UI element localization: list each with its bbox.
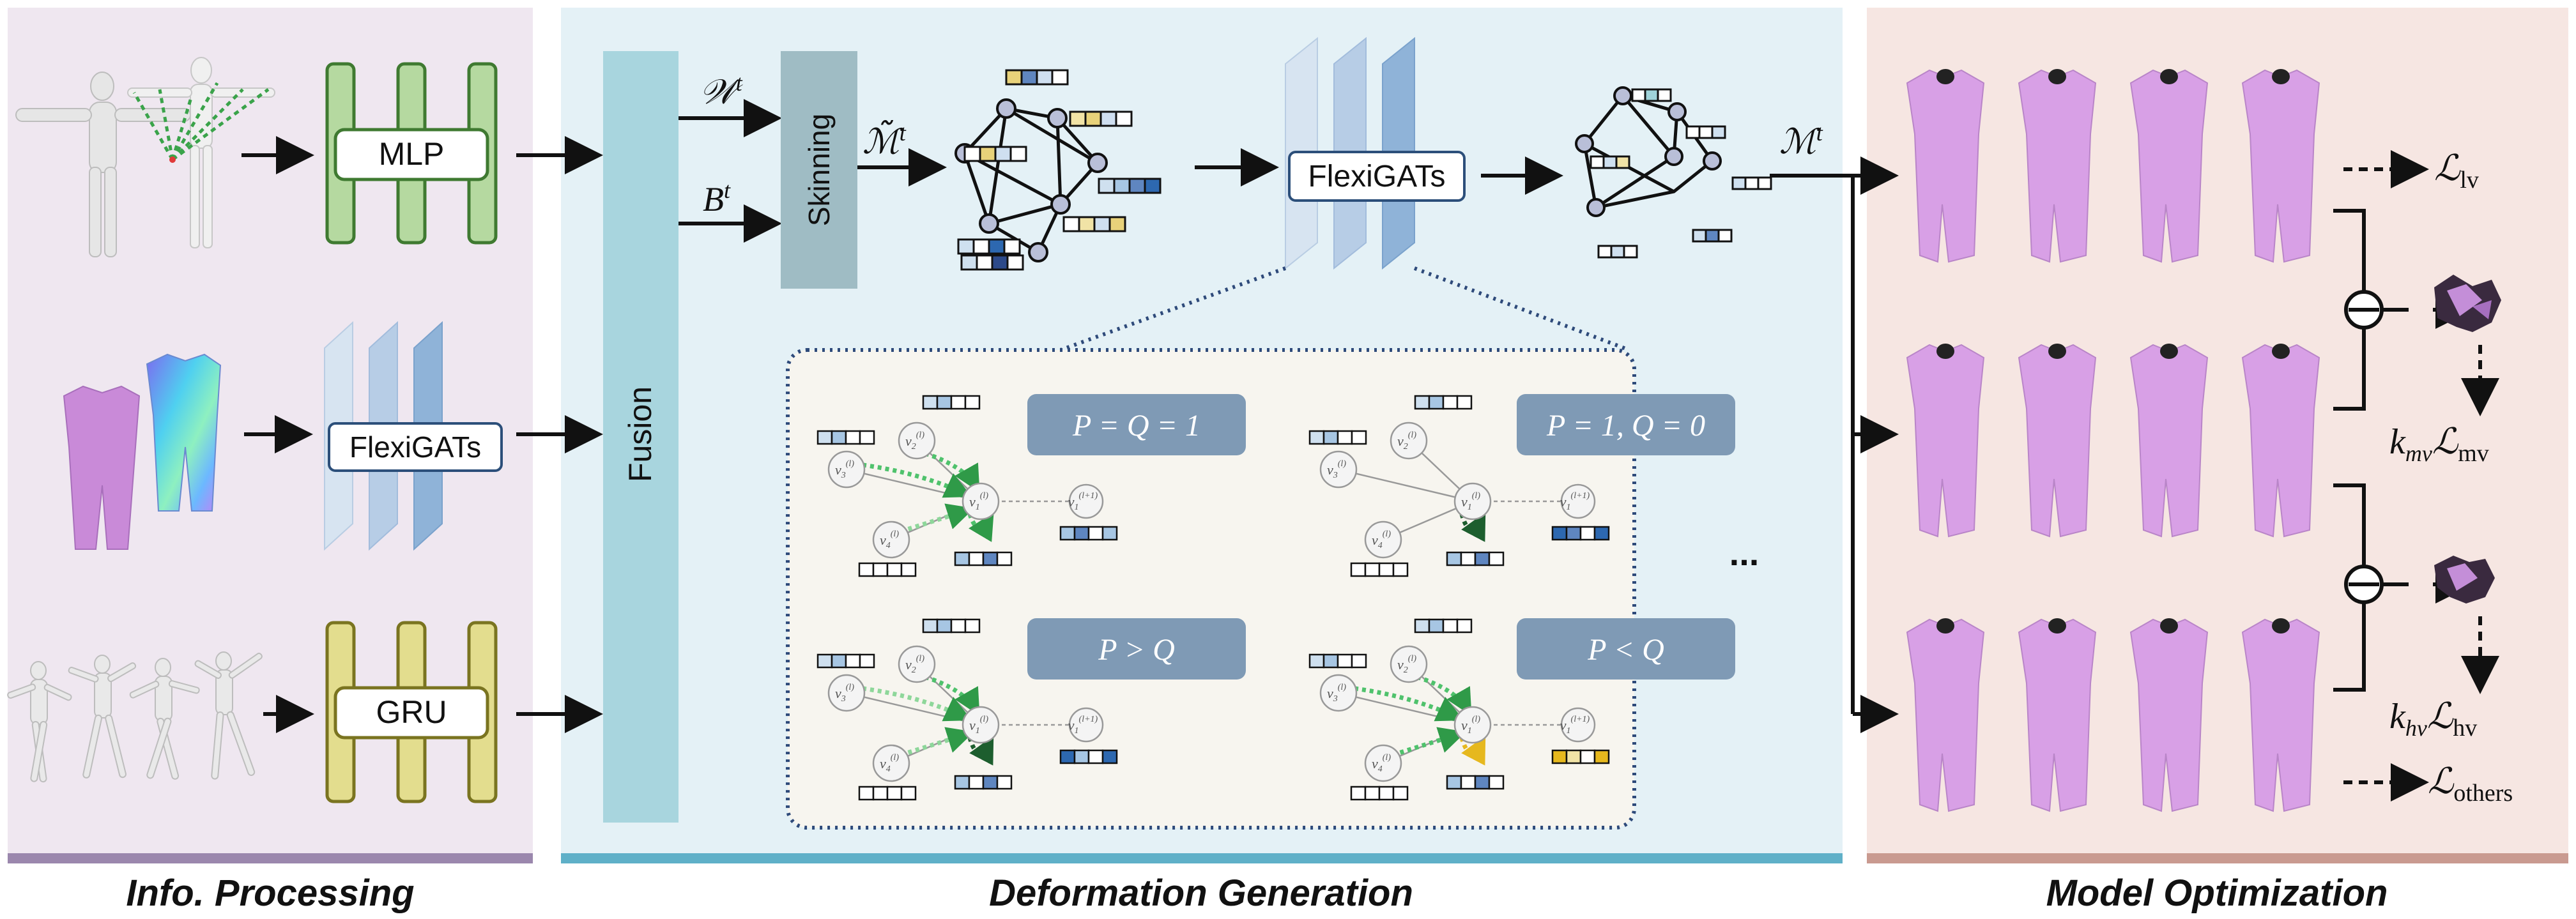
skinning-label: Skinning xyxy=(802,114,836,226)
skinning-weight-lines xyxy=(132,82,270,163)
svg-text:v1(l): v1(l) xyxy=(969,715,988,736)
graph-with-features xyxy=(954,69,1162,271)
svg-text:v2(l): v2(l) xyxy=(1397,430,1416,452)
svg-text:v1(l+1): v1(l+1) xyxy=(1560,715,1590,736)
svg-text:v1(l): v1(l) xyxy=(1461,715,1480,736)
optim-panel xyxy=(1867,8,2568,854)
output-branch-lines xyxy=(1770,156,1899,733)
condition-box-1: P = Q = 1 xyxy=(1027,394,1246,455)
deform-section-title: Deformation Generation xyxy=(989,872,1413,914)
fusion-block xyxy=(603,51,678,823)
condition-2-label: P = 1, Q = 0 xyxy=(1546,409,1705,443)
mlp-module: MLP xyxy=(325,62,498,245)
svg-text:v4(l): v4(l) xyxy=(1372,753,1391,774)
garment-image xyxy=(63,385,141,550)
loss-lv: ℒlv xyxy=(2434,149,2479,194)
gru-label: GRU xyxy=(376,694,447,730)
svg-text:v1(l+1): v1(l+1) xyxy=(1068,491,1098,512)
svg-text:v2(l): v2(l) xyxy=(905,430,924,452)
flexigats-main-label: FlexiGATs xyxy=(1308,160,1445,194)
zoom-dotted-lines xyxy=(1059,266,1630,352)
minus-operator-2 xyxy=(2344,565,2384,604)
output-graph xyxy=(1575,86,1772,259)
condition-box-4: P < Q xyxy=(1517,618,1735,680)
svg-text:v3(l): v3(l) xyxy=(1327,459,1346,480)
condition-1-label: P = Q = 1 xyxy=(1072,409,1200,443)
svg-text:v3(l): v3(l) xyxy=(835,683,854,704)
optim-section-title: Model Optimization xyxy=(2046,872,2388,914)
svg-text:v4(l): v4(l) xyxy=(880,529,899,551)
svg-text:v2(l): v2(l) xyxy=(1397,654,1416,675)
svg-text:v3(l): v3(l) xyxy=(1327,683,1346,704)
flexigats-main-module: FlexiGATs xyxy=(1285,36,1466,270)
garment-row-1 xyxy=(1906,69,2320,263)
condition-box-3: P > Q xyxy=(1027,618,1246,680)
condition-3-label: P > Q xyxy=(1098,633,1175,667)
m-tilde-symbol: ℳ̃t xyxy=(862,120,907,161)
svg-text:v1(l+1): v1(l+1) xyxy=(1068,715,1098,736)
b-t-symbol: Bt xyxy=(703,178,731,218)
flexigats-info-module: FlexiGATs xyxy=(324,321,503,551)
condition-box-2: P = 1, Q = 0 xyxy=(1517,394,1735,455)
info-panel-bar xyxy=(8,853,533,863)
info-section-title: Info. Processing xyxy=(126,872,414,914)
human-tpose-figure xyxy=(15,72,191,257)
svg-text:v3(l): v3(l) xyxy=(835,459,854,480)
svg-text:v2(l): v2(l) xyxy=(905,654,924,675)
mlp-label: MLP xyxy=(379,136,445,172)
svg-text:v4(l): v4(l) xyxy=(880,753,899,774)
svg-text:v1(l): v1(l) xyxy=(969,491,988,512)
uv-map-image xyxy=(146,353,222,512)
motion-sequence-figures xyxy=(7,651,263,783)
garment-row-3 xyxy=(1906,618,2320,812)
loss-mv: kmvℒmv xyxy=(2389,422,2489,467)
svg-text:v1(l+1): v1(l+1) xyxy=(1560,491,1590,512)
optim-panel-bar xyxy=(1867,853,2568,863)
skinning-block xyxy=(781,51,857,289)
svg-text:v4(l): v4(l) xyxy=(1372,529,1391,551)
svg-text:v1(l): v1(l) xyxy=(1461,491,1480,512)
mini-graph-q1: v3(l) v2(l) v4(l) v1(l) v1(l+1) xyxy=(816,395,1118,577)
flexigats-info-label: FlexiGATs xyxy=(349,430,481,464)
garment-row-2 xyxy=(1906,344,2320,538)
mini-graph-q4: v3(l) v2(l) v4(l) v1(l) v1(l+1) xyxy=(1308,618,1610,801)
mini-graph-q2: v3(l) v2(l) v4(l) v1(l) v1(l+1) xyxy=(1308,395,1610,577)
loss-hv: khvℒhv xyxy=(2389,697,2477,741)
more-ellipsis: ... xyxy=(1729,533,1759,573)
attention-detail-box xyxy=(786,348,1636,830)
condition-4-label: P < Q xyxy=(1587,633,1664,667)
difference-mesh-2 xyxy=(2434,556,2495,604)
m-t-symbol: ℳt xyxy=(1779,120,1823,161)
info-arrows xyxy=(241,136,603,733)
fusion-label: Fusion xyxy=(622,386,658,482)
minus-operator-1 xyxy=(2344,290,2384,330)
mini-graph-q3: v3(l) v2(l) v4(l) v1(l) v1(l+1) xyxy=(816,618,1118,801)
deform-panel-bar xyxy=(561,853,1843,863)
difference-mesh-1 xyxy=(2434,275,2501,332)
loss-others: ℒothers xyxy=(2428,762,2513,807)
gru-module: GRU xyxy=(325,621,498,803)
fusion-out-arrows xyxy=(678,99,782,243)
